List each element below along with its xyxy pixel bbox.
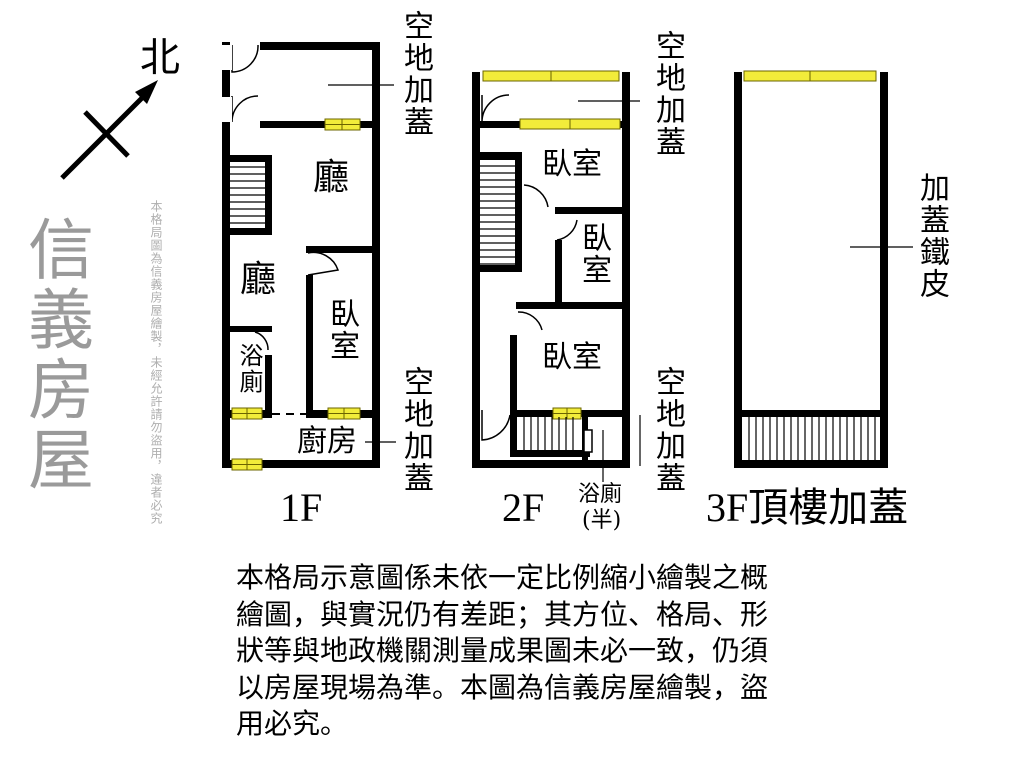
- floor-3-plan: [734, 72, 888, 468]
- wall: [222, 460, 380, 468]
- wall: [222, 326, 272, 332]
- wall: [734, 72, 742, 468]
- annex-label: 空地加蓋: [650, 366, 685, 494]
- disclaimer-line: 以房屋現場為準。本圖為信義房屋繪製，盜: [236, 670, 769, 704]
- stairs: [517, 417, 580, 450]
- wall: [880, 72, 888, 468]
- roof-hatch: [742, 417, 880, 460]
- wall: [472, 460, 630, 468]
- door-swings: [481, 94, 578, 441]
- annex-label: 空地加蓋: [398, 10, 433, 138]
- watermark-brand: 信義房屋: [17, 215, 94, 495]
- compass-crossbar: [83, 110, 130, 158]
- floor-1-plan: [222, 42, 380, 468]
- hatch-lines: [230, 165, 876, 460]
- disclaimer-line: 狀等與地政機關測量成果圖未必一致，仍須: [236, 634, 769, 667]
- annex-label: 空地加蓋: [398, 366, 433, 494]
- north-label: 北: [140, 35, 180, 81]
- wall: [510, 450, 590, 457]
- wall: [260, 121, 372, 128]
- room-label-bedroom: 臥室: [542, 340, 602, 375]
- room-label-living: 廳: [240, 259, 277, 300]
- wall: [306, 246, 380, 253]
- wall: [555, 240, 562, 306]
- floor-2-plan: [472, 72, 641, 482]
- half-bath-note: (半): [582, 508, 622, 533]
- disclaimer: 本格局示意圖係未依一定比例縮小繪製之概 繪圖，與實況仍有差距；其方位、格局、形 …: [236, 560, 876, 743]
- watermark-notice: 本格局圖為信義房屋繪製，未經允許請勿盜用，違者必究: [149, 200, 163, 525]
- north-arrow-head-icon: [135, 80, 158, 104]
- floor-label-3f: 3F頂樓加蓋: [706, 485, 909, 530]
- leader-lines: [328, 84, 913, 443]
- disclaimer-line: 用必究。: [236, 707, 349, 740]
- wall: [260, 42, 380, 50]
- door: [583, 429, 593, 453]
- room-label-living: 廳: [313, 157, 350, 198]
- room-label-bedroom: 臥室: [576, 222, 611, 286]
- stairs: [480, 160, 515, 265]
- half-bath-label: 浴廁: [578, 482, 623, 507]
- disclaimer-line: 繪圖，與實況仍有差距；其方位、格局、形: [236, 597, 769, 631]
- room-label-bathroom: 浴廁: [235, 343, 263, 395]
- disclaimer-line: 本格局示意圖係未依一定比例縮小繪製之概: [236, 561, 769, 594]
- wall: [265, 355, 272, 418]
- room-label-bedroom: 臥室: [324, 298, 359, 362]
- door-opening: [222, 45, 232, 70]
- wall: [555, 207, 630, 214]
- floor-label-2f: 2F: [502, 485, 545, 530]
- room-label-bedroom: 臥室: [542, 147, 602, 182]
- door-opening: [222, 97, 232, 122]
- door-swings: [231, 44, 339, 351]
- wall: [734, 460, 888, 468]
- wall: [622, 72, 630, 468]
- wall: [734, 410, 888, 417]
- wall: [306, 275, 313, 418]
- wall: [510, 335, 517, 455]
- wall: [222, 42, 230, 468]
- wall: [516, 302, 630, 309]
- window-mullions: [232, 71, 811, 470]
- annex-label: 空地加蓋: [650, 30, 685, 158]
- annex-label: 加蓋鐵皮: [914, 172, 949, 300]
- wall: [372, 42, 380, 468]
- floor-label-1f: 1F: [280, 485, 323, 530]
- room-label-kitchen: 廚房: [297, 424, 357, 459]
- compass: [60, 80, 158, 180]
